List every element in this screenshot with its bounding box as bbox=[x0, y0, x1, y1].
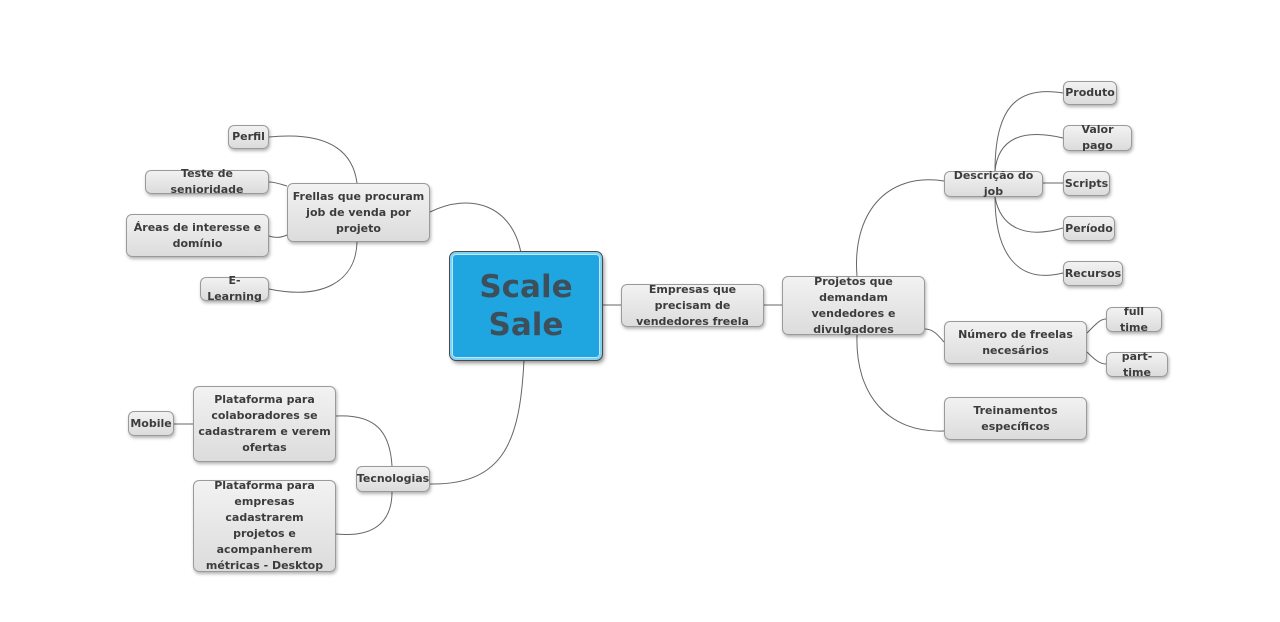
node-label: Perfil bbox=[232, 130, 265, 143]
link-frellas-perfil bbox=[268, 135, 358, 184]
node-label: E-Learning bbox=[207, 274, 262, 303]
node-part-time[interactable]: part-time bbox=[1106, 350, 1168, 379]
node-projetos[interactable]: Projetos que demandam vendedores e divul… bbox=[782, 274, 925, 336]
node-label: Recursos bbox=[1064, 266, 1122, 280]
node-label: Áreas de interesse e domínio bbox=[133, 220, 262, 250]
node-label: Tecnologias bbox=[356, 472, 430, 485]
node-e-learning[interactable]: E-Learning bbox=[200, 274, 269, 303]
link-tecno-colab bbox=[335, 415, 393, 467]
node-label: Teste de senioridade bbox=[170, 167, 244, 196]
node-label: part-time bbox=[1121, 349, 1153, 379]
node-plataforma-colaboradores[interactable]: Plataforma para colaboradores se cadastr… bbox=[193, 386, 336, 462]
link-descricao-valor bbox=[994, 134, 1064, 172]
node-label: Mobile bbox=[130, 416, 172, 430]
node-label: full time bbox=[1120, 304, 1148, 334]
link-frellas-teste bbox=[268, 181, 288, 187]
node-label: Descrição do job bbox=[953, 169, 1034, 198]
node-periodo[interactable]: Período bbox=[1063, 216, 1115, 241]
node-numero-freelas[interactable]: Número de freelas necesários bbox=[944, 321, 1087, 364]
node-label: Período bbox=[1065, 221, 1113, 235]
node-full-time[interactable]: full time bbox=[1106, 305, 1162, 334]
link-descricao-produto bbox=[994, 91, 1064, 172]
node-label: Projetos que demandam vendedores e divul… bbox=[811, 274, 896, 336]
node-label: Número de freelas necesários bbox=[958, 327, 1073, 357]
link-central-frellas bbox=[429, 202, 522, 254]
node-descricao-job[interactable]: Descrição do job bbox=[944, 169, 1043, 198]
link-tecno-empresas bbox=[335, 491, 393, 536]
node-plataforma-empresas[interactable]: Plataforma para empresas cadastrarem pro… bbox=[193, 479, 336, 572]
link-descricao-recursos bbox=[994, 196, 1064, 276]
node-label: Scripts bbox=[1064, 176, 1109, 190]
node-label: Empresas que precisam de vendedores free… bbox=[636, 282, 749, 328]
link-projetos-numero bbox=[924, 328, 945, 343]
node-recursos[interactable]: Recursos bbox=[1063, 261, 1123, 286]
node-frellas[interactable]: Frellas que procuram job de venda por pr… bbox=[287, 183, 430, 242]
link-central-tecnologias bbox=[429, 359, 525, 485]
node-label: Produto bbox=[1065, 86, 1115, 99]
node-label: Frellas que procuram job de venda por pr… bbox=[292, 189, 425, 235]
node-label: Treinamentos específicos bbox=[973, 403, 1058, 433]
node-produto[interactable]: Produto bbox=[1063, 81, 1117, 105]
node-areas-interesse[interactable]: Áreas de interesse e domínio bbox=[126, 214, 269, 257]
link-frellas-elearning bbox=[268, 241, 358, 293]
node-tecnologias[interactable]: Tecnologias bbox=[356, 466, 430, 492]
node-valor-pago[interactable]: Valor pago bbox=[1063, 123, 1132, 152]
node-perfil[interactable]: Perfil bbox=[228, 125, 269, 149]
node-treinamentos[interactable]: Treinamentos específicos bbox=[944, 397, 1087, 440]
node-label: Valor pago bbox=[1081, 123, 1114, 152]
link-projetos-treinamentos bbox=[856, 334, 945, 432]
link-projetos-descricao bbox=[856, 179, 945, 277]
node-scripts[interactable]: Scripts bbox=[1063, 171, 1110, 196]
node-label: Plataforma para colaboradores se cadastr… bbox=[198, 393, 331, 454]
node-mobile[interactable]: Mobile bbox=[128, 411, 174, 436]
link-numero-parttime bbox=[1086, 351, 1107, 365]
link-frellas-areas bbox=[268, 234, 288, 238]
central-topic-scale-sale[interactable]: Scale Sale bbox=[449, 251, 603, 361]
node-label: Plataforma para empresas cadastrarem pro… bbox=[205, 479, 324, 572]
node-empresas[interactable]: Empresas que precisam de vendedores free… bbox=[621, 282, 764, 328]
central-topic-label: Scale Sale bbox=[479, 269, 573, 343]
link-descricao-periodo bbox=[994, 196, 1064, 233]
link-numero-fulltime bbox=[1086, 318, 1107, 334]
node-teste-senioridade[interactable]: Teste de senioridade bbox=[145, 167, 269, 196]
